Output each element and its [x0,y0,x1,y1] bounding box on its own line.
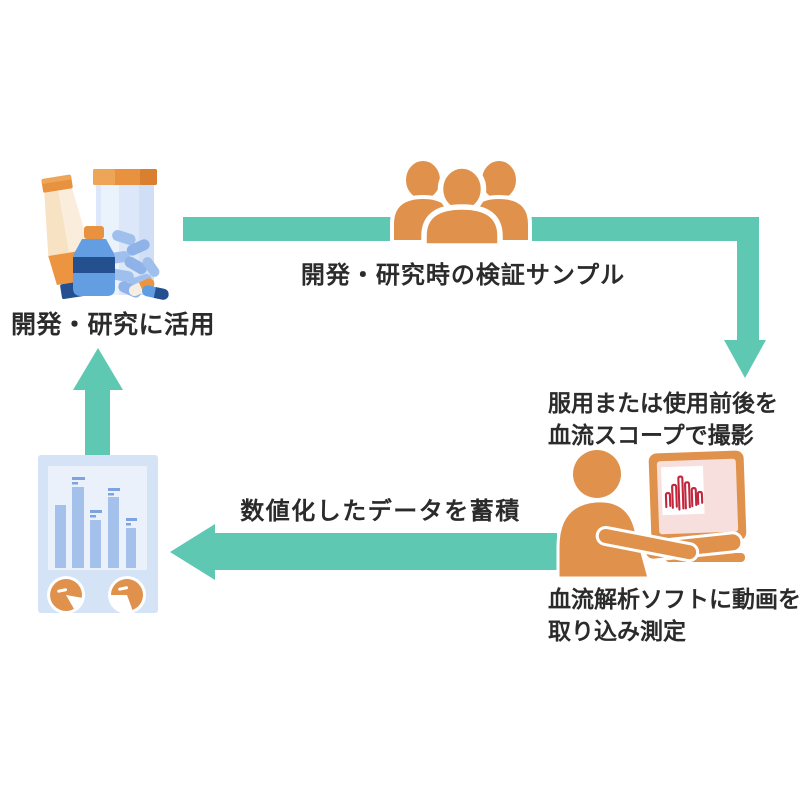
label-analysis-line1: 血流解析ソフトに動画を [548,586,800,612]
label-capture-line1: 服用または使用前後を [548,390,778,416]
monitor [648,450,747,544]
bar-and-pie-chart-icon [38,455,158,614]
capillary-scope-screen-icon [660,465,705,516]
arrow-left [170,524,557,580]
people-group-icon [390,157,532,249]
bar-labels [72,477,137,526]
label-verification-samples: 開発・研究時の検証サンプル [300,262,626,289]
pie-charts [47,576,146,614]
label-capture-with-scope: 服用または使用前後を 血流スコープで撮影 [548,387,778,451]
medicine-products-icon [41,169,169,300]
person-at-computer-icon [556,450,747,580]
bottle [73,226,115,296]
label-accumulate-data: 数値化したデータを蓄積 [240,498,521,525]
bars [55,487,136,568]
arrow-right-then-down [183,217,766,378]
label-analysis-line2: 取り込み測定 [548,618,686,644]
label-capture-line2: 血流スコープで撮影 [548,422,754,448]
label-use-in-development: 開発・研究に活用 [10,311,215,339]
arrow-up [73,348,123,455]
label-analysis-software: 血流解析ソフトに動画を 取り込み測定 [548,583,800,647]
capsule-blue [142,285,169,300]
